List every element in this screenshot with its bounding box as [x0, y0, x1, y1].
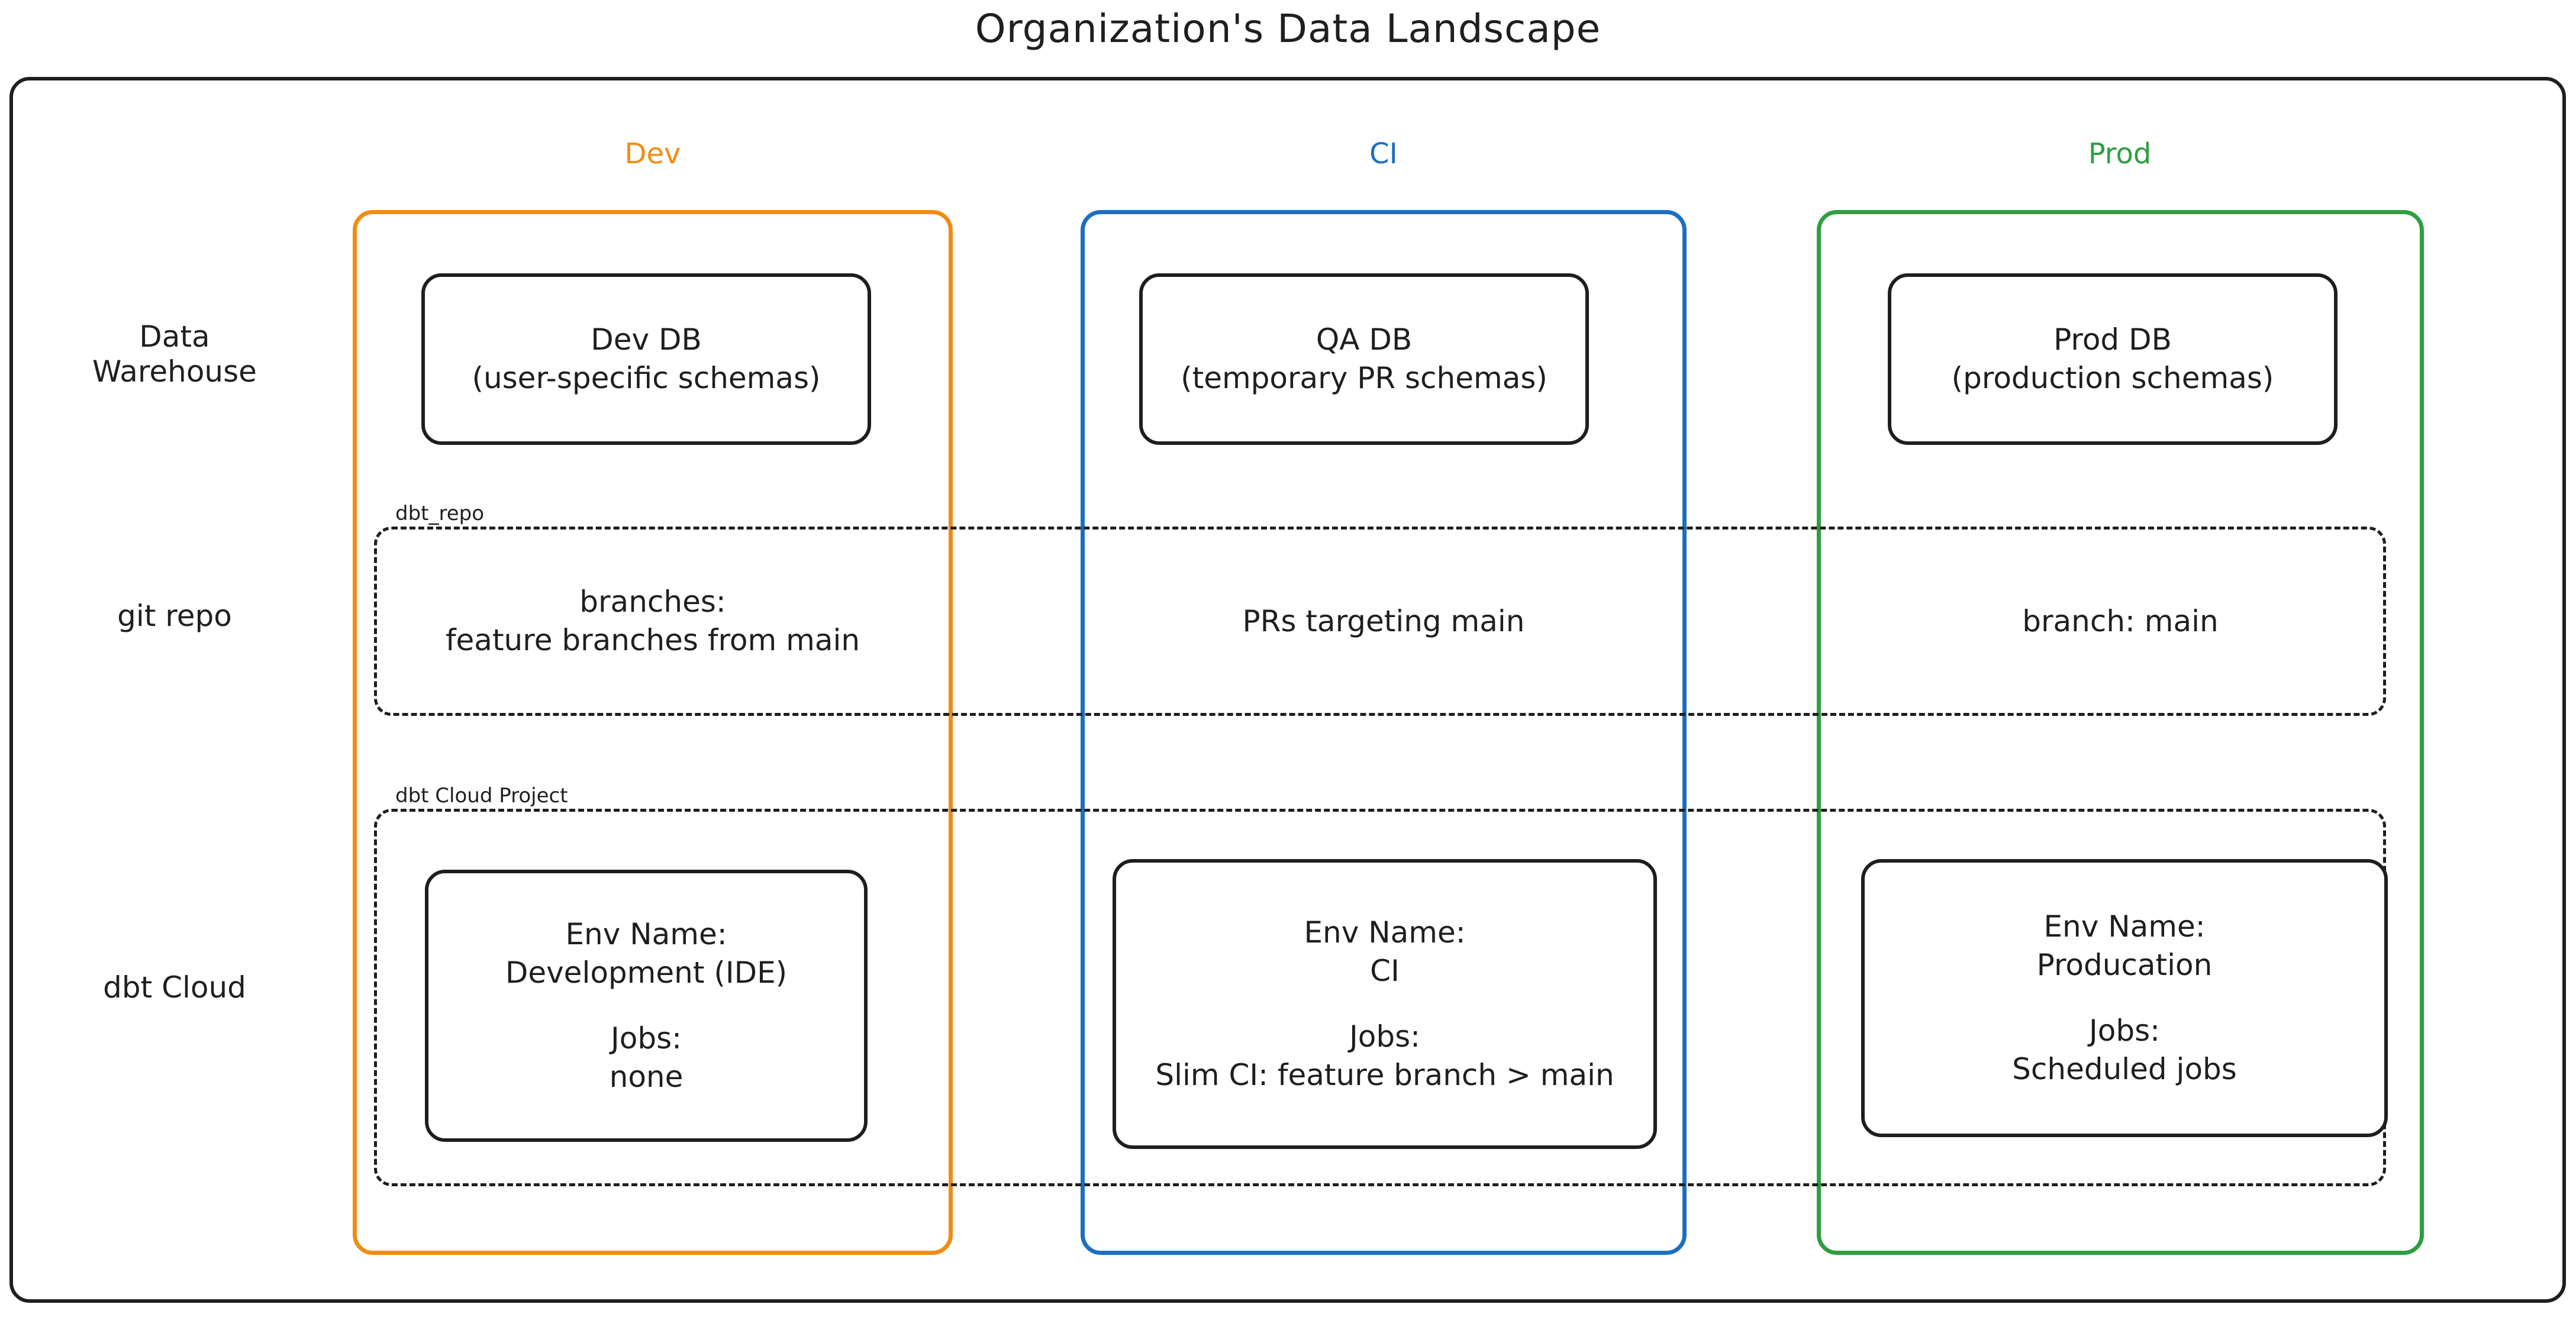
column-container-dev: [353, 210, 953, 1255]
node-qa-db[interactable]: QA DB (temporary PR schemas): [1139, 273, 1589, 445]
column-container-prod: [1817, 210, 2424, 1255]
node-git-dev-line2: feature branches from main: [445, 623, 860, 657]
group-caption-dbt-cloud-project: dbt Cloud Project: [395, 784, 568, 808]
row-label-data-warehouse-line2: Warehouse: [92, 354, 257, 389]
node-dbt-env-dev-jobs-label: Jobs:: [611, 1021, 682, 1055]
node-dbt-env-dev[interactable]: Env Name: Development (IDE) Jobs: none: [425, 870, 868, 1142]
node-prod-db-line1: Prod DB: [2053, 322, 2172, 357]
node-dev-db[interactable]: Dev DB (user-specific schemas): [421, 273, 871, 445]
node-git-dev: branches: feature branches from main: [353, 583, 953, 660]
node-dbt-env-ci-env-value: CI: [1370, 954, 1400, 988]
group-container-dbt-repo: [374, 527, 2386, 716]
node-dbt-env-ci-env-label: Env Name:: [1304, 915, 1466, 950]
node-git-ci: PRs targeting main: [1081, 602, 1687, 641]
node-dbt-env-prod-jobs-value: Scheduled jobs: [2012, 1052, 2237, 1086]
node-git-prod: branch: main: [1817, 602, 2424, 641]
row-label-git-repo: git repo: [36, 599, 314, 634]
node-prod-db[interactable]: Prod DB (production schemas): [1888, 273, 2338, 445]
node-dbt-env-dev-jobs-value: none: [609, 1060, 684, 1094]
node-prod-db-line2: (production schemas): [1951, 361, 2274, 395]
node-dbt-env-dev-env-value: Development (IDE): [505, 956, 788, 990]
row-label-git-repo-line1: git repo: [117, 599, 232, 633]
column-label-ci: CI: [1369, 137, 1398, 170]
column-label-prod: Prod: [2088, 137, 2152, 170]
node-dev-db-line2: (user-specific schemas): [472, 361, 821, 395]
row-label-dbt-cloud: dbt Cloud: [36, 970, 314, 1005]
group-caption-dbt-repo: dbt_repo: [395, 502, 485, 525]
node-dev-db-line1: Dev DB: [591, 322, 702, 357]
node-git-dev-line1: branches:: [579, 585, 726, 619]
column-container-ci: [1081, 210, 1687, 1255]
node-qa-db-line2: (temporary PR schemas): [1181, 361, 1547, 395]
column-label-dev: Dev: [624, 137, 681, 170]
node-dbt-env-prod-jobs-label: Jobs:: [2089, 1013, 2160, 1048]
row-label-dbt-cloud-line1: dbt Cloud: [103, 970, 246, 1005]
node-dbt-env-dev-env-label: Env Name:: [565, 917, 727, 951]
node-dbt-env-ci[interactable]: Env Name: CI Jobs: Slim CI: feature bran…: [1113, 859, 1657, 1149]
node-dbt-env-ci-jobs-value: Slim CI: feature branch > main: [1155, 1058, 1614, 1092]
node-qa-db-line1: QA DB: [1316, 322, 1413, 357]
row-label-data-warehouse: Data Warehouse: [36, 319, 314, 389]
node-git-ci-line1: PRs targeting main: [1242, 604, 1525, 638]
diagram-outer-frame: [9, 77, 2566, 1303]
node-dbt-env-prod-env-value: Producation: [2036, 948, 2213, 982]
node-git-prod-line1: branch: main: [2022, 604, 2219, 638]
row-label-data-warehouse-line1: Data: [139, 319, 210, 354]
page-title: Organization's Data Landscape: [975, 6, 1601, 51]
node-dbt-env-prod-env-label: Env Name:: [2043, 909, 2206, 944]
node-dbt-env-ci-jobs-label: Jobs:: [1349, 1019, 1420, 1054]
node-dbt-env-prod[interactable]: Env Name: Producation Jobs: Scheduled jo…: [1861, 859, 2388, 1137]
